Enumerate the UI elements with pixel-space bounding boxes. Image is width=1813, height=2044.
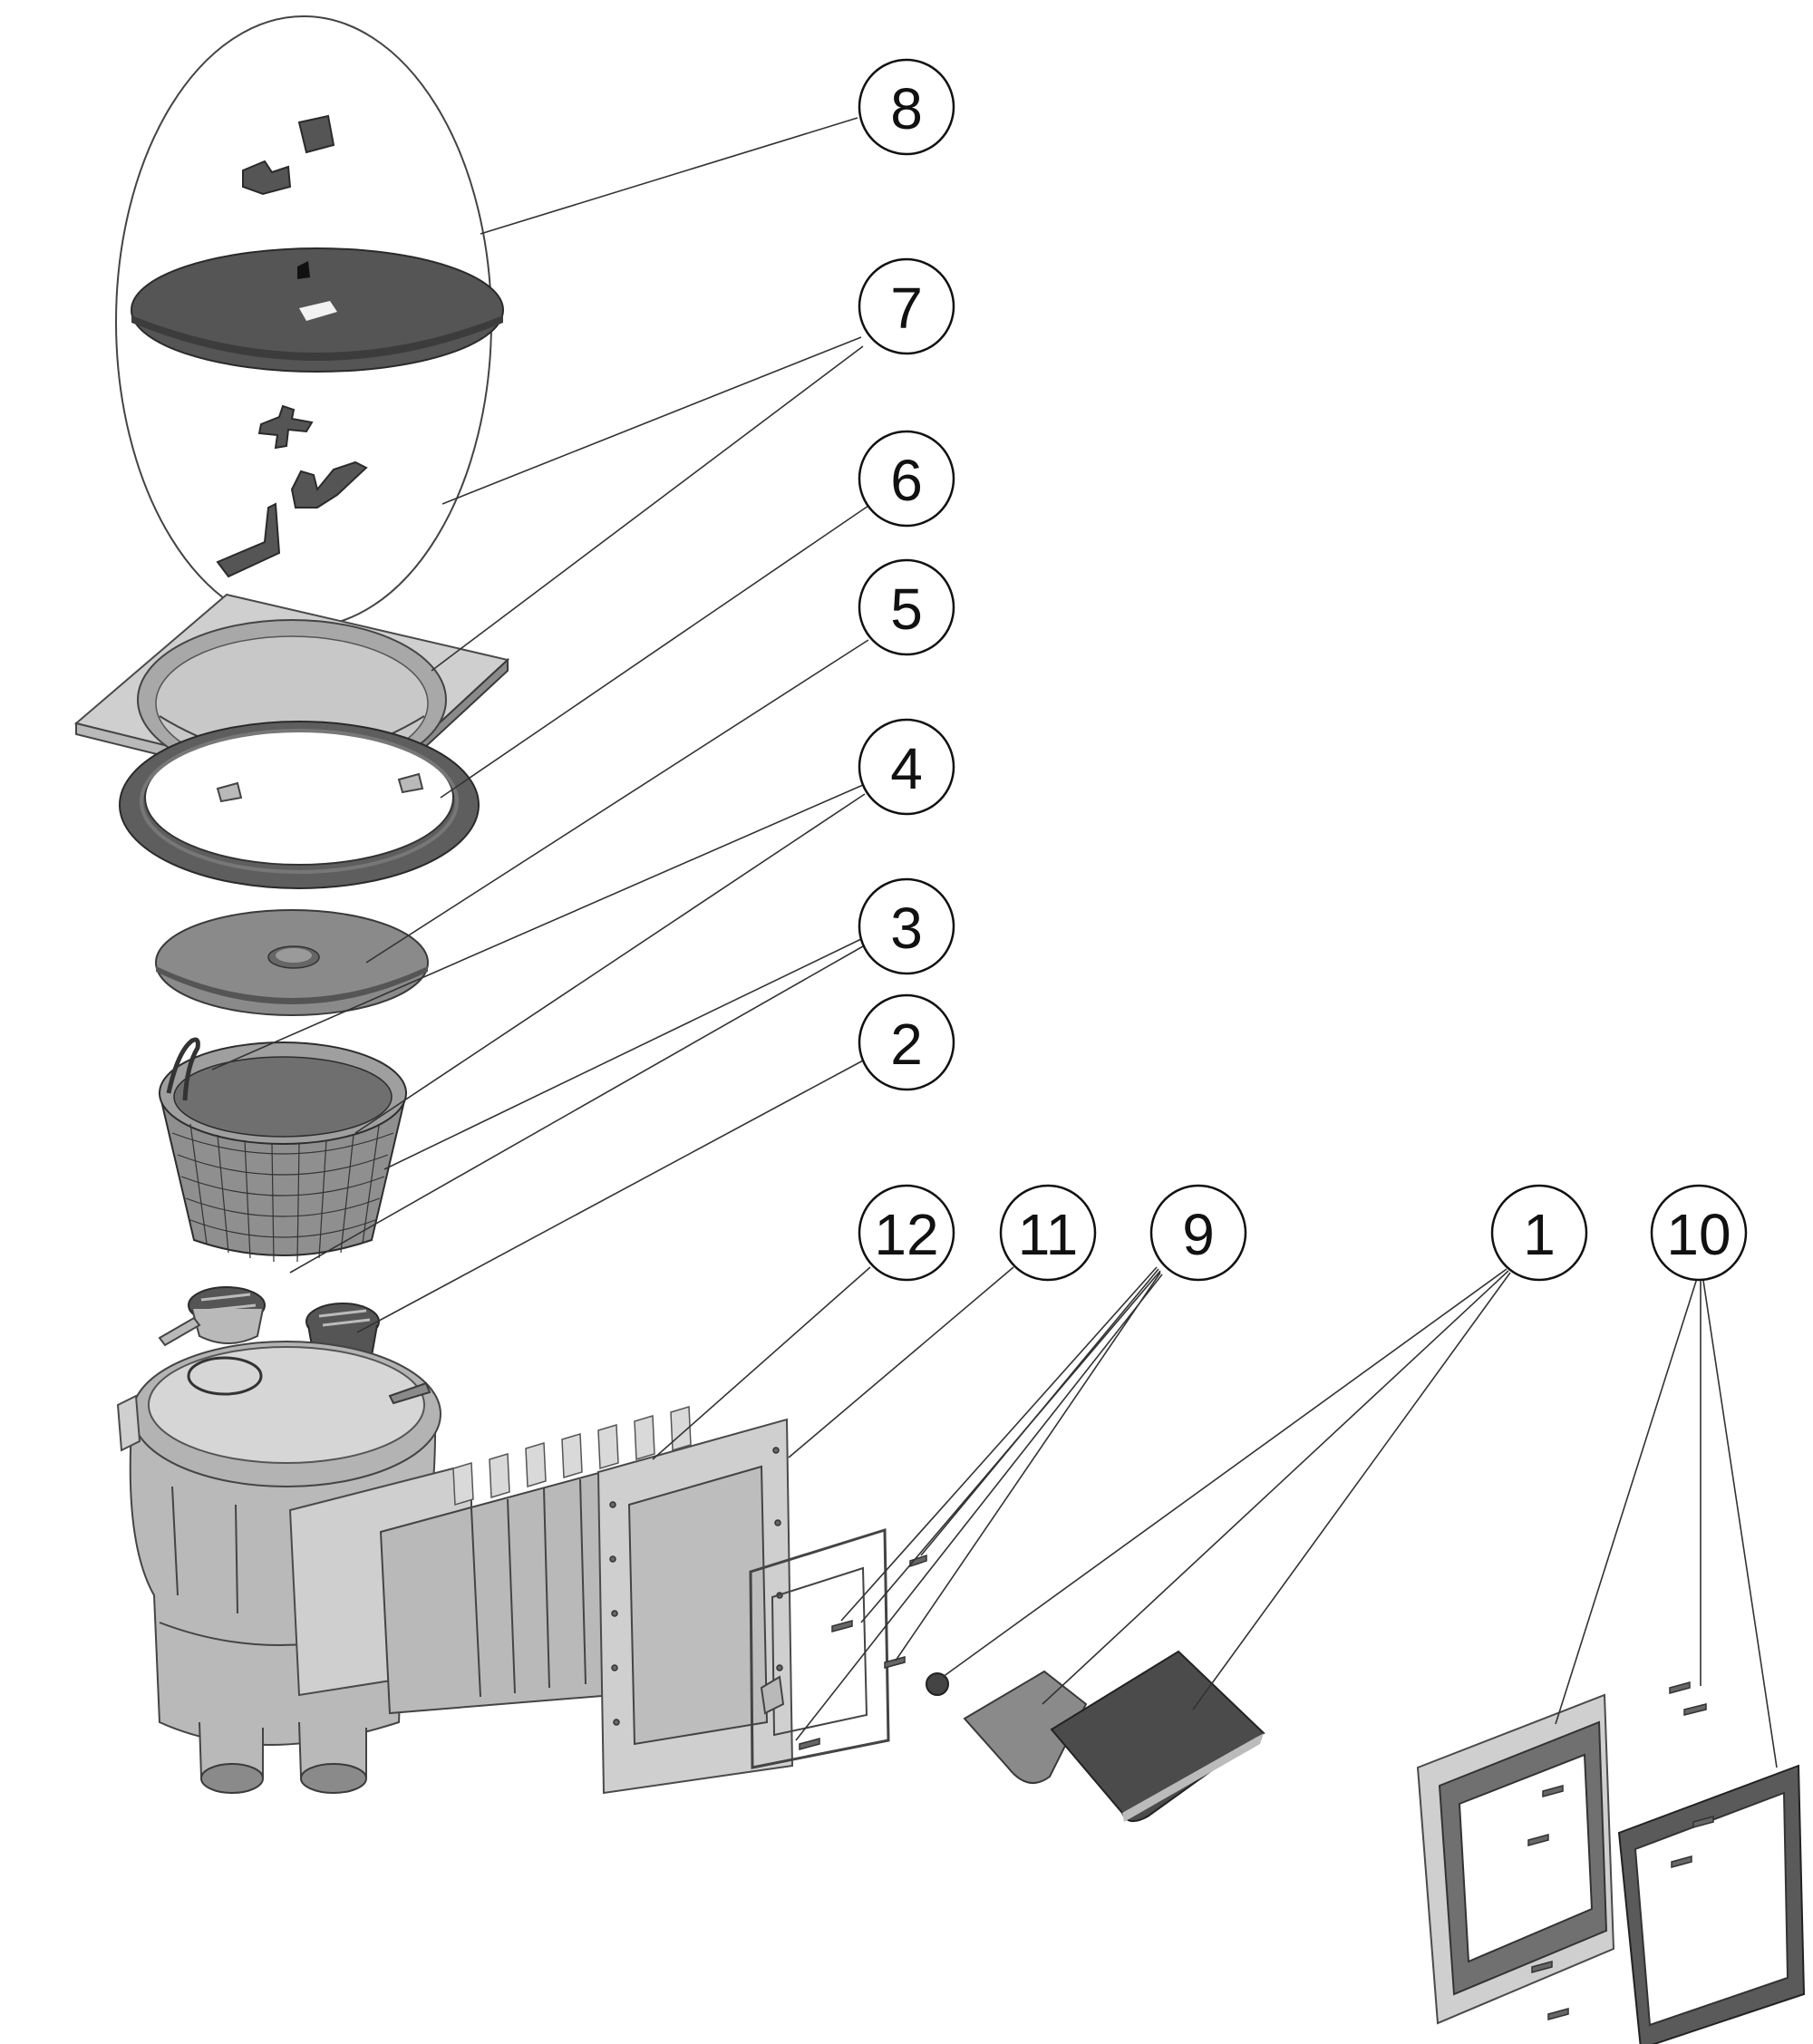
part-7-handle-bracket — [290, 460, 368, 509]
part-4-basket-handle — [166, 1037, 200, 1101]
callout-4-label: 4 — [890, 736, 923, 801]
callout-8: 8 — [858, 58, 955, 156]
callout-12: 12 — [858, 1184, 955, 1282]
part-10-screws — [1527, 1681, 1714, 2020]
part-1-knob — [926, 1672, 949, 1696]
part-6-ring — [119, 721, 480, 889]
callout-2: 2 — [858, 993, 955, 1091]
callout-11: 11 — [999, 1184, 1097, 1282]
part-3-basket — [158, 1041, 408, 1263]
callout-11-label: 11 — [1018, 1202, 1078, 1267]
callout-7-label: 7 — [890, 276, 923, 341]
callout-5-label: 5 — [890, 576, 923, 642]
callout-8-label: 8 — [890, 76, 923, 141]
callout-1: 1 — [1490, 1184, 1588, 1282]
callout-6-label: 6 — [890, 448, 923, 513]
leader-lines — [211, 117, 1778, 1768]
part-8-clip-top — [297, 114, 335, 154]
part-3-adapter-left — [158, 1286, 266, 1347]
callout-2-label: 2 — [890, 1012, 923, 1077]
callout-3-label: 3 — [890, 896, 923, 961]
part-8-clip-left — [242, 160, 292, 196]
part-5-weir-disc — [155, 909, 429, 1016]
callout-1-label: 1 — [1523, 1202, 1556, 1267]
part-8-detail-group — [115, 15, 504, 628]
callout-12-label: 12 — [874, 1202, 938, 1267]
part-8-lid-disc — [131, 247, 504, 373]
part-11-faceplate — [596, 1418, 794, 1795]
callout-10: 10 — [1650, 1184, 1748, 1282]
part-10-frame-large — [1416, 1693, 1615, 2025]
skimmer-body — [116, 1341, 472, 1794]
callout-10-label: 10 — [1666, 1202, 1731, 1267]
callout-9-label: 9 — [1182, 1202, 1215, 1267]
callout-6: 6 — [858, 430, 955, 528]
callout-7: 7 — [858, 257, 955, 355]
part-9-screws — [799, 1554, 927, 1750]
part-1-flap-assembly — [926, 1650, 1265, 1823]
part-7-handle-cross — [257, 404, 314, 450]
part-10-frame-small — [1617, 1764, 1806, 2044]
part-9-gasket-frame — [749, 1527, 890, 1769]
part-7-handle-arm — [216, 502, 281, 578]
callout-3: 3 — [858, 877, 955, 975]
callout-4: 4 — [858, 718, 955, 816]
callout-9: 9 — [1149, 1184, 1247, 1282]
callout-5: 5 — [858, 558, 955, 656]
